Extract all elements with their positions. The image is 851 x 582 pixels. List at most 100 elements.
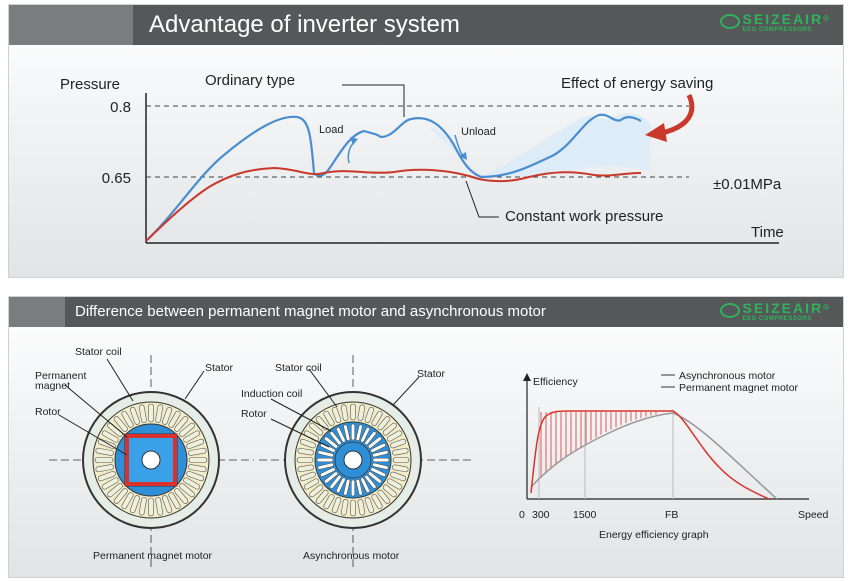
- coil-slot: [331, 406, 342, 423]
- coil-slot: [360, 427, 370, 443]
- tick-0.8: 0.8: [110, 99, 131, 116]
- pm-permanent-label: Permanent: [35, 370, 86, 382]
- coil-slot: [372, 457, 390, 463]
- unload-label: Unload: [461, 126, 496, 138]
- coil-slot: [113, 488, 128, 504]
- unload-arrowhead-icon: [459, 152, 467, 160]
- coil-slot: [299, 471, 316, 482]
- constant-callout-line: [465, 180, 499, 218]
- coil-slot: [309, 484, 324, 498]
- shaft: [343, 450, 363, 470]
- coil-slot: [183, 477, 201, 490]
- ordinary-callout-line: [342, 84, 405, 117]
- coil-slot: [355, 479, 363, 496]
- panel-header-bar: [9, 5, 843, 45]
- logo-brand: SEIZEAIR: [742, 11, 824, 27]
- panel-title: Advantage of inverter system: [149, 11, 460, 38]
- motor-difference-panel: Difference between permanent magnet moto…: [8, 296, 844, 578]
- coil-slot: [188, 447, 207, 456]
- async-stator-coil-label: Stator coil: [275, 362, 322, 374]
- inverter-advantage-panel: Advantage of inverter system SEIZEAIR® E…: [8, 4, 844, 278]
- coil-slot: [392, 457, 410, 463]
- load-label: Load: [319, 124, 343, 136]
- async-rotor-label: Rotor: [241, 408, 267, 420]
- coil-slot: [168, 492, 181, 510]
- header-accent-block: [9, 5, 133, 45]
- coil-slot: [315, 489, 329, 504]
- coil-slot: [297, 447, 314, 456]
- coil-slot: [317, 450, 334, 458]
- coil-slot: [360, 477, 370, 493]
- coil-slot: [367, 471, 382, 484]
- coil-slot: [101, 477, 119, 490]
- coil-slot: [188, 457, 208, 463]
- coil-slot: [357, 404, 366, 421]
- async-stator-label: Stator: [417, 368, 446, 380]
- magnet-bottom: [125, 482, 177, 486]
- coil-slot: [364, 406, 375, 423]
- legend-pm-label: Permanent magnet motor: [679, 382, 799, 394]
- tick-0: 0: [519, 509, 525, 521]
- y-axis-arrow-icon: [523, 373, 531, 381]
- seizeair-logo: SEIZEAIR® EEG COMPRESSORS: [719, 301, 831, 323]
- shaft: [141, 450, 161, 470]
- coil-slot: [113, 416, 128, 432]
- coil-slot: [350, 479, 356, 497]
- coil-slot: [148, 403, 154, 423]
- coil-slot: [350, 423, 356, 441]
- constant-pressure-label: Constant work pressure: [505, 208, 663, 225]
- coil-slot: [350, 499, 356, 517]
- stator-coils: [94, 403, 208, 517]
- coil-slot: [390, 471, 407, 482]
- coil-slot: [101, 430, 119, 443]
- coil-slot: [390, 438, 407, 449]
- coil-slot: [324, 436, 339, 449]
- tick-1500: 1500: [573, 509, 597, 521]
- coil-slot: [316, 457, 334, 463]
- coil-slot: [370, 467, 386, 477]
- ordinary-type-label: Ordinary type: [205, 72, 295, 89]
- coil-slot: [377, 416, 391, 431]
- coil-slot: [340, 499, 349, 516]
- coil-slot: [94, 457, 114, 463]
- coil-slot: [370, 443, 386, 453]
- coil-slot: [188, 464, 207, 473]
- efficiency-gain-hatch: [540, 412, 657, 478]
- coil-slot: [303, 478, 319, 490]
- coil-slot: [364, 497, 375, 514]
- coil-slot: [174, 488, 189, 504]
- pm-rotor-label: Rotor: [35, 406, 61, 418]
- logo-reg: ®: [823, 14, 831, 23]
- coil-slot: [95, 447, 114, 456]
- coil-slot: [95, 464, 114, 473]
- coil-slot: [343, 424, 351, 441]
- coil-slot: [324, 471, 339, 484]
- coil-slot: [299, 438, 316, 449]
- coil-slot: [107, 483, 123, 498]
- energy-saving-label: Effect of energy saving: [561, 75, 713, 92]
- tolerance-label: ±0.01MPa: [713, 176, 782, 193]
- motor-diagram: Stator coil Stator Permanent magnet Roto…: [35, 346, 829, 567]
- coil-slot: [155, 497, 164, 516]
- tick-0.65: 0.65: [102, 170, 131, 187]
- coil-slot: [297, 464, 314, 473]
- coil-slot: [129, 495, 140, 514]
- graph-caption: Energy efficiency graph: [599, 529, 709, 541]
- asynchronous-motor-drawing: [259, 355, 471, 567]
- coil-slot: [183, 430, 201, 443]
- seizeair-logo: SEIZEAIR® EEG COMPRESSORS: [719, 11, 831, 34]
- header-accent-block: [9, 297, 65, 327]
- coil-slot: [329, 474, 342, 489]
- magnet-right: [173, 434, 177, 486]
- panel-title: Difference between permanent magnet moto…: [75, 303, 546, 320]
- coil-slot: [372, 462, 389, 470]
- pressure-label: Pressure: [60, 76, 120, 93]
- coil-slot: [382, 484, 397, 498]
- coil-slot: [148, 497, 154, 517]
- logo-subtitle: EEG COMPRESSORS: [742, 316, 812, 322]
- coil-slot: [372, 450, 389, 458]
- coil-slot: [323, 494, 335, 510]
- pm-stator-label: Stator: [205, 362, 234, 374]
- coil-slot: [340, 404, 349, 421]
- async-induction-coil-label: Induction coil: [241, 388, 302, 400]
